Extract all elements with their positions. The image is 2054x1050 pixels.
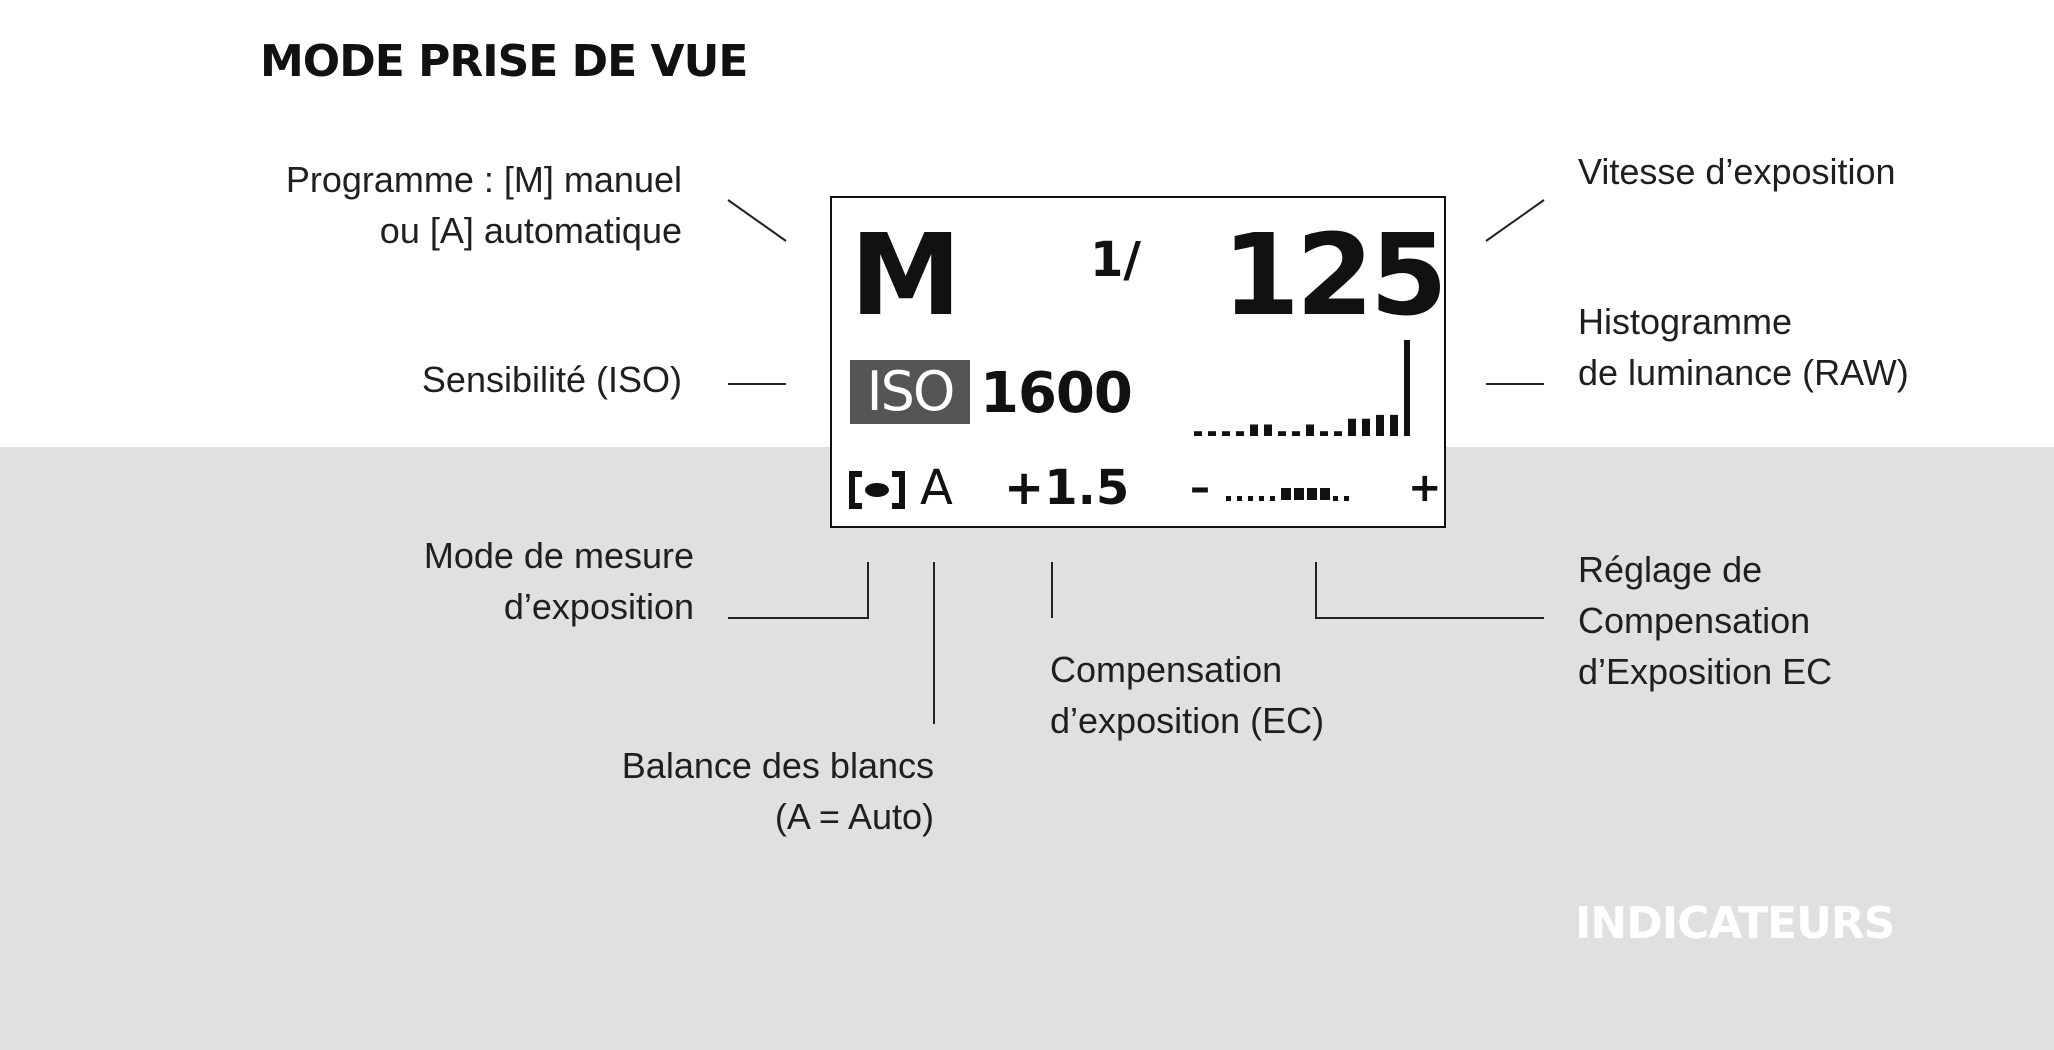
label-histogram-line1: Histogramme — [1578, 301, 1793, 342]
ec-scale-mark — [1237, 496, 1242, 501]
ec-scale-mark — [1320, 488, 1330, 500]
label-ec-setting-line3: d’Exposition EC — [1578, 651, 1833, 692]
histogram-bar — [1292, 431, 1300, 436]
histogram-bar — [1278, 431, 1286, 436]
label-program-line1: Programme : [M] manuel — [285, 159, 682, 200]
ec-scale-mark — [1344, 496, 1349, 501]
histogram-bar — [1236, 431, 1244, 436]
label-histogram: Histogramme de luminance (RAW) — [1578, 296, 1909, 398]
histogram-bar — [1334, 431, 1342, 436]
exposure-compensation-value: +1.5 — [1004, 460, 1130, 516]
metering-mode-icon — [849, 471, 905, 509]
label-white-balance-line2: (A = Auto) — [774, 796, 934, 837]
iso-value: 1600 — [980, 361, 1133, 426]
label-sensitivity-line1: Sensibilité (ISO) — [421, 359, 682, 400]
histogram-bar — [1320, 431, 1328, 436]
histogram-bar — [1264, 424, 1272, 436]
histogram-bar — [1404, 340, 1410, 436]
histogram-bar — [1348, 418, 1356, 436]
label-program: Programme : [M] manuel ou [A] automatiqu… — [286, 154, 682, 256]
ec-scale-mark — [1307, 488, 1317, 500]
label-exposure-comp: Compensation d’exposition (EC) — [1050, 644, 1324, 746]
ec-scale — [1226, 488, 1349, 501]
label-metering: Mode de mesure d’exposition — [424, 530, 694, 632]
ec-scale-mark — [1333, 496, 1338, 501]
ec-scale-minus: – — [1190, 465, 1210, 511]
label-histogram-line2: de luminance (RAW) — [1578, 352, 1909, 393]
ec-scale-mark — [1226, 496, 1231, 501]
ec-scale-mark — [1270, 496, 1275, 501]
camera-lcd-display: M 1/ 125 ISO 1600 A +1.5 – + — [830, 196, 1448, 528]
histogram-bar — [1390, 414, 1398, 436]
label-white-balance-line1: Balance des blancs — [621, 745, 934, 786]
leader-program — [727, 199, 787, 242]
program-mode-indicator: M — [850, 211, 962, 341]
shutter-speed-value: 125 — [1222, 211, 1448, 341]
label-metering-line1: Mode de mesure — [423, 535, 694, 576]
label-shutter-speed-line1: Vitesse d’exposition — [1578, 151, 1896, 192]
shutter-speed-numerator: 1/ — [1090, 232, 1141, 288]
label-ec-setting-line1: Réglage de — [1578, 549, 1763, 590]
section-title: MODE PRISE DE VUE — [260, 36, 748, 87]
ec-scale-plus: + — [1408, 465, 1442, 511]
ec-scale-mark — [1281, 488, 1291, 500]
label-sensitivity: Sensibilité (ISO) — [422, 354, 682, 405]
label-shutter-speed: Vitesse d’exposition — [1578, 146, 1896, 197]
luminance-histogram — [1194, 340, 1410, 436]
ec-scale-mark — [1248, 496, 1253, 501]
label-program-line2: ou [A] automatique — [379, 210, 682, 251]
footer-title: INDICATEURS — [1575, 898, 1895, 949]
white-balance-indicator: A — [920, 460, 953, 516]
label-ec-setting: Réglage de Compensation d’Exposition EC — [1578, 544, 1832, 697]
histogram-bar — [1362, 418, 1370, 436]
ec-scale-mark — [1294, 488, 1304, 500]
leader-metering — [728, 562, 869, 619]
ec-scale-mark — [1259, 496, 1264, 501]
histogram-bar — [1250, 424, 1258, 436]
label-exposure-comp-line1: Compensation — [1050, 649, 1283, 690]
label-exposure-comp-line2: d’exposition (EC) — [1050, 700, 1325, 741]
label-white-balance: Balance des blancs (A = Auto) — [622, 740, 934, 842]
leader-ec-setting — [1315, 562, 1544, 619]
label-ec-setting-line2: Compensation — [1578, 600, 1811, 641]
lower-background-band — [0, 447, 2054, 1050]
label-metering-line2: d’exposition — [503, 586, 694, 627]
histogram-bar — [1222, 431, 1230, 436]
histogram-bar — [1376, 414, 1384, 436]
leader-shutter-speed — [1485, 199, 1545, 242]
histogram-bar — [1208, 431, 1216, 436]
histogram-bar — [1194, 431, 1202, 436]
histogram-bar — [1306, 424, 1314, 436]
iso-badge: ISO — [850, 360, 970, 424]
